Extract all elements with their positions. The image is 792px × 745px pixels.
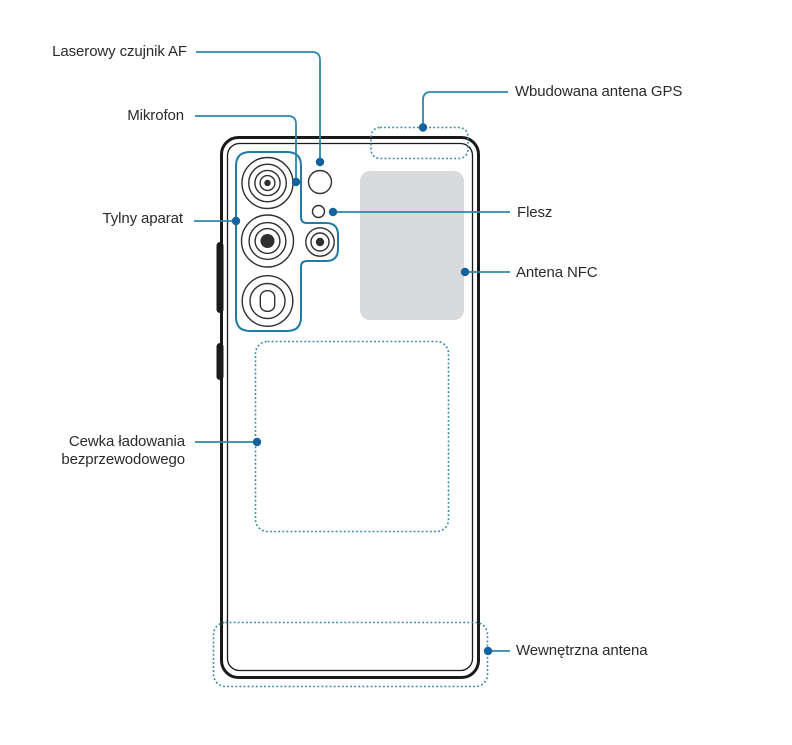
phone-body-outline	[220, 136, 480, 679]
lens2-ring2	[248, 221, 287, 261]
microphone-callout-dot	[291, 177, 301, 187]
flash-callout-dot	[328, 207, 338, 217]
lens2-outer-ring	[240, 214, 295, 268]
wireless-coil-dashed-area	[254, 340, 450, 533]
label-wireless-charging-coil-line1: Cewka ładowania	[68, 433, 185, 450]
camera-module-outline	[235, 151, 339, 332]
lens4-ring2	[310, 232, 330, 252]
lens2-ring3	[254, 227, 281, 255]
label-laser-af-sensor: Laserowy czujnik AF	[52, 43, 187, 60]
lens1-center	[264, 179, 271, 187]
phone-body-inner-line	[226, 142, 474, 672]
lens4-outer-ring	[305, 227, 335, 257]
lens1-ring2	[247, 163, 287, 203]
gps-antenna-callout-dot	[418, 123, 428, 132]
wireless-coil-callout-dot	[252, 437, 262, 447]
label-internal-antenna: Wewnętrzna antena	[516, 642, 648, 659]
laser-af-callout-line	[196, 51, 321, 162]
label-microphone: Mikrofon	[127, 107, 184, 124]
internal-antenna-callout-dot	[483, 646, 493, 656]
rear-camera-callout-dot	[231, 216, 241, 226]
label-wireless-charging-coil-line2: bezprzewodowego	[61, 451, 185, 468]
label-rear-camera: Tylny aparat	[102, 210, 183, 227]
lens1-ring3	[254, 169, 281, 197]
lens1-ring4	[259, 174, 276, 192]
label-gps-antenna: Wbudowana antena GPS	[515, 83, 683, 100]
label-nfc-antenna: Antena NFC	[516, 264, 598, 281]
lens4-center	[315, 237, 325, 247]
lens3-periscope-aperture	[259, 290, 276, 313]
flash-shape	[311, 204, 326, 219]
lens3-outer-ring	[241, 275, 294, 328]
laser-af-sensor-shape	[307, 169, 333, 195]
lens2-center	[260, 234, 275, 248]
label-flash: Flesz	[517, 204, 553, 221]
microphone-callout-line	[195, 115, 297, 182]
lens3-ring2	[249, 282, 286, 320]
nfc-antenna-area	[360, 171, 464, 320]
gps-antenna-callout-line	[422, 91, 508, 127]
laser-af-callout-dot	[315, 157, 325, 167]
label-wireless-charging-coil: Cewka ładowania bezprzewodowego	[61, 433, 185, 469]
gps-antenna-dashed-area	[370, 126, 469, 160]
nfc-antenna-callout-dot	[460, 267, 470, 277]
